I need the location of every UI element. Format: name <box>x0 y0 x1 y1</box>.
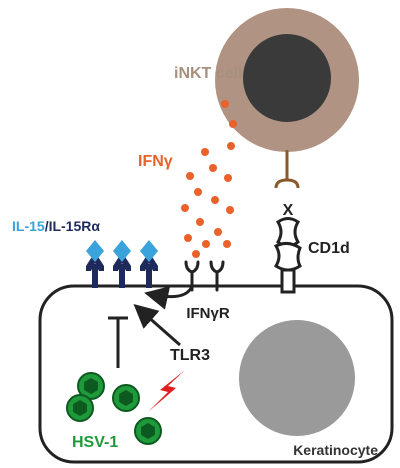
lightning-icon <box>148 370 185 412</box>
signaling-arrows <box>108 285 194 368</box>
ifng-dot <box>221 100 229 108</box>
ifngr-signal-arrow <box>144 285 194 310</box>
ifngr-label: IFNγR <box>186 305 230 322</box>
ifng-dot <box>229 120 237 128</box>
ifng-dot <box>227 142 235 150</box>
il15ra-text: IL-15Rα <box>49 218 101 234</box>
il15-diamond-icon <box>86 240 104 262</box>
inkt-cell-nucleus <box>243 34 331 122</box>
ifng-dot <box>194 188 202 196</box>
hsv1-virion-icon <box>134 417 162 445</box>
ifng-dot <box>224 174 232 182</box>
hsv1-virion-icon <box>112 384 140 412</box>
ifng-dot <box>192 250 200 258</box>
ifng-dot <box>196 218 204 226</box>
ifng-label: IFNγ <box>138 153 173 170</box>
ifng-dot <box>214 228 222 236</box>
ifng-dot <box>211 196 219 204</box>
ifng-dot <box>181 204 189 212</box>
ifng-dot <box>201 148 209 156</box>
keratinocyte-label: Keratinocyte <box>293 442 378 458</box>
ifng-dot <box>226 206 234 214</box>
hsv1-virion-icon <box>77 372 105 400</box>
il15-diamond-icon <box>140 240 158 262</box>
il15ra-receptor <box>113 240 131 288</box>
ifng-dot <box>209 164 217 172</box>
tlr3-signal-arrow <box>133 304 181 347</box>
x-mark: X <box>283 202 294 219</box>
tlr3-label: TLR3 <box>170 347 210 364</box>
tcr-receptor <box>274 178 300 189</box>
inkt-cell-label: iNKT cell <box>174 65 242 82</box>
il15-label: IL-15/IL-15Rα <box>12 218 100 234</box>
tcr-cd1d-complex: X <box>273 150 302 294</box>
hsv1-label: HSV-1 <box>72 434 118 451</box>
cd1d-label: CD1d <box>308 240 350 257</box>
il15-diamond-icon <box>113 240 131 262</box>
inkt-cell <box>215 8 359 152</box>
ifng-dot <box>202 240 210 248</box>
hsv1-virions <box>66 372 162 445</box>
il15ra-receptor <box>140 240 158 288</box>
ifngr-receptor-2 <box>209 260 225 292</box>
il15-text: IL-15 <box>12 218 45 234</box>
il15-receptor-group <box>86 240 158 288</box>
ifng-dot <box>184 234 192 242</box>
il15ra-receptor <box>86 240 104 288</box>
ifng-dots <box>181 100 237 258</box>
keratinocyte-nucleus <box>239 320 355 436</box>
hsv1-virion-icon <box>66 394 94 422</box>
il15-slash: / <box>45 218 49 234</box>
ifng-dot <box>186 172 194 180</box>
ifng-dot <box>223 240 231 248</box>
cd1d-molecule <box>273 217 302 294</box>
